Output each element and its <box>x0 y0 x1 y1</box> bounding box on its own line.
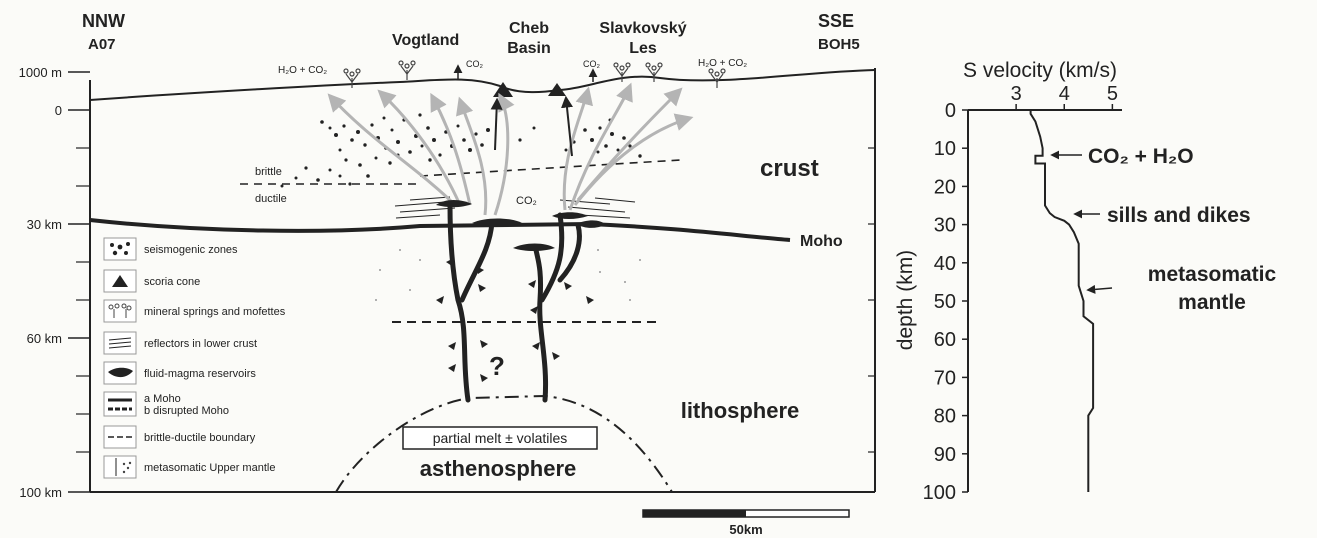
annotation-mantle: mantle <box>1178 291 1246 314</box>
x-tick-label: 3 <box>1011 83 1022 105</box>
a07-label: A07 <box>88 36 116 53</box>
legend-item-seismogenic: seismogenic zones <box>104 238 238 260</box>
y-tick-label: 40 <box>934 253 956 275</box>
svg-text:mineral springs and mofettes: mineral springs and mofettes <box>144 306 286 318</box>
legend-item-reservoirs: fluid-magma reservoirs <box>104 362 256 384</box>
legend-item-mantle: metasomatic Upper mantle <box>104 456 275 478</box>
seismogenic-dots <box>281 113 642 187</box>
tick-1000m: 1000 m <box>19 65 62 80</box>
dike-arrowheads <box>436 258 594 382</box>
legend-item-springs: mineral springs and mofettes <box>104 300 286 322</box>
x-tick-label: 4 <box>1059 83 1070 105</box>
y-tick-label: 30 <box>934 215 956 237</box>
y-tick-label: 90 <box>934 444 956 466</box>
velocity-plot: S velocity (km/s) 3 4 5 0 10 20 30 40 50 60 70 80 9… <box>894 59 1277 504</box>
moho-line <box>90 220 790 240</box>
legend-item-moho: a Moho b disrupted Moho <box>104 392 229 417</box>
svg-text:b disrupted Moho: b disrupted Moho <box>144 405 229 417</box>
tick-100km: 100 km <box>19 485 62 500</box>
tick-30km: 30 km <box>27 217 62 232</box>
question-mark: ? <box>489 351 505 381</box>
annotation-co2-h2o: CO₂ + H₂O <box>1088 145 1194 168</box>
lower-crust-reflectors <box>395 197 635 218</box>
label-brittle: brittle <box>255 166 282 178</box>
label-co2-deep: CO₂ <box>516 195 537 207</box>
svg-text:scoria cone: scoria cone <box>144 276 200 288</box>
y-tick-label: 0 <box>945 100 956 122</box>
place-cheb: Cheb <box>509 20 549 37</box>
y-tick-label: 60 <box>934 329 956 351</box>
annotation-metasomatic: metasomatic <box>1148 263 1277 286</box>
x-ticks: 3 4 5 <box>1011 83 1118 110</box>
label-co2-surface: CO₂ <box>583 59 601 69</box>
tick-0: 0 <box>55 103 62 118</box>
y-tick-label: 10 <box>934 138 956 160</box>
mantle-stipple <box>375 249 641 301</box>
y-tick-label: 70 <box>934 367 956 389</box>
label-co2-surface: CO₂ <box>466 59 484 69</box>
legend: seismogenic zones scoria cone mineral sp… <box>104 238 286 478</box>
svg-text:a Moho: a Moho <box>144 393 181 405</box>
place-basin: Basin <box>507 40 551 57</box>
velocity-profile-line <box>973 110 1093 492</box>
label-crust: crust <box>760 155 819 182</box>
label-asthenosphere: asthenosphere <box>420 456 577 481</box>
place-les: Les <box>629 40 657 57</box>
dikes <box>450 205 579 400</box>
svg-text:50km: 50km <box>729 522 762 537</box>
tick-60km: 60 km <box>27 331 62 346</box>
fluid-pathways <box>330 86 690 215</box>
partial-melt-label: partial melt ± volatiles <box>433 430 568 446</box>
label-lithosphere: lithosphere <box>681 398 800 423</box>
legend-item-brittle-ductile: brittle-ductile boundary <box>104 426 256 448</box>
svg-text:seismogenic zones: seismogenic zones <box>144 244 238 256</box>
label-h2o-co2-right: H₂O + CO₂ <box>698 58 747 69</box>
svg-text:fluid-magma reservoirs: fluid-magma reservoirs <box>144 368 256 380</box>
velocity-title: S velocity (km/s) <box>963 59 1117 82</box>
y-tick-label: 80 <box>934 406 956 428</box>
y-tick-label: 20 <box>934 176 956 198</box>
y-tick-label: 100 <box>923 482 956 504</box>
place-vogtland: Vogtland <box>392 32 459 49</box>
y-tick-label: 50 <box>934 291 956 313</box>
sse-label: SSE <box>818 11 854 31</box>
nnw-label: NNW <box>82 11 125 31</box>
place-slavkovsky: Slavkovský <box>599 20 686 37</box>
topography-line <box>90 70 875 100</box>
boh5-label: BOH5 <box>818 36 860 53</box>
label-moho: Moho <box>800 233 843 250</box>
svg-text:brittle-ductile boundary: brittle-ductile boundary <box>144 432 256 444</box>
legend-item-reflectors: reflectors in lower crust <box>104 332 257 354</box>
label-ductile: ductile <box>255 193 287 205</box>
y-axis-label: depth (km) <box>894 250 917 350</box>
svg-text:metasomatic Upper mantle: metasomatic Upper mantle <box>144 462 275 474</box>
mineral-springs <box>344 61 725 88</box>
scale-bar: 50km <box>643 510 849 537</box>
annotation-sills-dikes: sills and dikes <box>1107 204 1251 227</box>
y-ticks: 0 10 20 30 40 50 60 70 80 90 100 <box>923 100 968 504</box>
cross-section: NNW A07 SSE BOH5 Vogtland Cheb Basin Sla… <box>19 11 875 537</box>
label-h2o-co2-left: H₂O + CO₂ <box>278 65 327 76</box>
svg-text:reflectors in lower crust: reflectors in lower crust <box>144 338 257 350</box>
legend-item-scoria-cone: scoria cone <box>104 270 200 292</box>
x-tick-label: 5 <box>1107 83 1118 105</box>
